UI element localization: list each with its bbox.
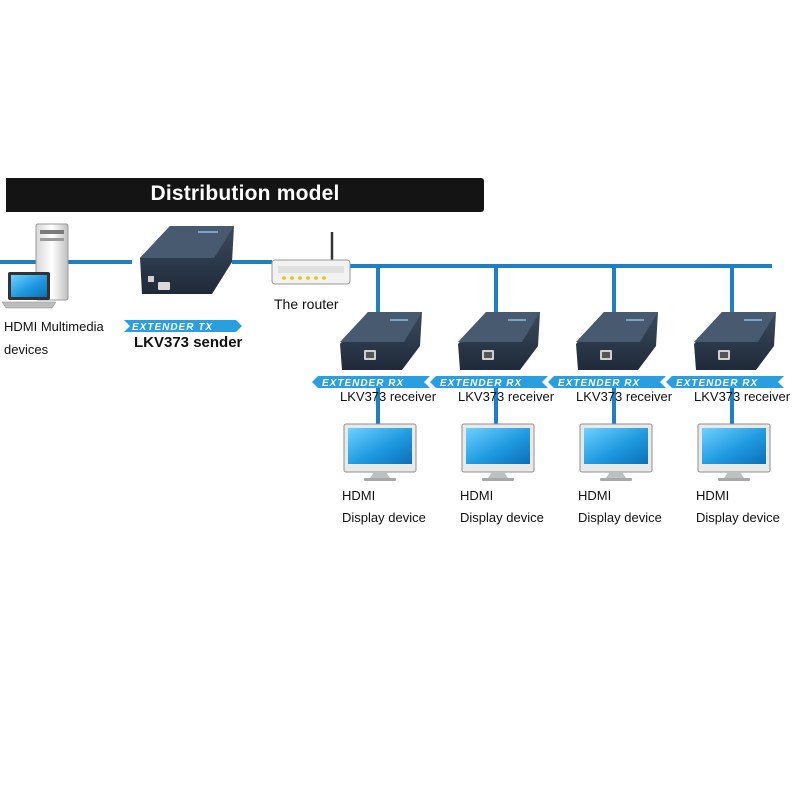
displays <box>343 423 771 481</box>
display-label-line2: Display device <box>342 510 426 525</box>
monitor-icon <box>461 423 535 481</box>
receiver-badge-text: EXTENDER RX <box>440 378 522 389</box>
display-label-line2: Display device <box>460 510 544 525</box>
monitor-icon <box>579 423 653 481</box>
router-label: The router <box>274 296 339 312</box>
source-label-line1: HDMI Multimedia <box>4 319 104 334</box>
receiver-badge-shape <box>312 376 430 388</box>
receiver-unit-icon <box>576 312 658 370</box>
display-label-line1: HDMI <box>342 488 376 503</box>
receiver-unit-icon <box>694 312 776 370</box>
display-label-line1: HDMI <box>696 488 730 503</box>
receiver-label: LKV373 receiver <box>458 389 555 404</box>
receiver-badge-shape <box>430 376 548 388</box>
receiver-badge-text: EXTENDER RX <box>676 378 758 389</box>
title-bar: Distribution model <box>6 178 484 212</box>
sender-badge-text: EXTENDER TX <box>132 322 213 333</box>
monitor-icon <box>343 423 417 481</box>
sender-label: LKV373 sender <box>134 334 243 351</box>
sender-unit-icon <box>140 226 234 294</box>
receiver-badge-shape <box>666 376 784 388</box>
diagram-title: Distribution model <box>150 182 340 205</box>
receiver-badge-text: EXTENDER RX <box>322 378 404 389</box>
receiver-unit-icon <box>458 312 540 370</box>
display-label-line2: Display device <box>696 510 780 525</box>
source-label-line2: devices <box>4 342 49 357</box>
hdmi-source-devices <box>1 223 69 309</box>
router-icon <box>271 232 351 285</box>
receiver-label: LKV373 receiver <box>694 389 791 404</box>
receiver-badge-text: EXTENDER RX <box>558 378 640 389</box>
display-label-line1: HDMI <box>578 488 612 503</box>
receiver-unit-icon <box>340 312 422 370</box>
receiver-label: LKV373 receiver <box>340 389 437 404</box>
monitor-icon <box>697 423 771 481</box>
laptop-icon <box>1 272 57 309</box>
receiver-label: LKV373 receiver <box>576 389 673 404</box>
display-label-line1: HDMI <box>460 488 494 503</box>
display-label-line2: Display device <box>578 510 662 525</box>
receivers: EXTENDER RX EXTENDER RX EXTENDER RX EXTENDE… <box>312 312 784 389</box>
receiver-badge-shape <box>548 376 666 388</box>
